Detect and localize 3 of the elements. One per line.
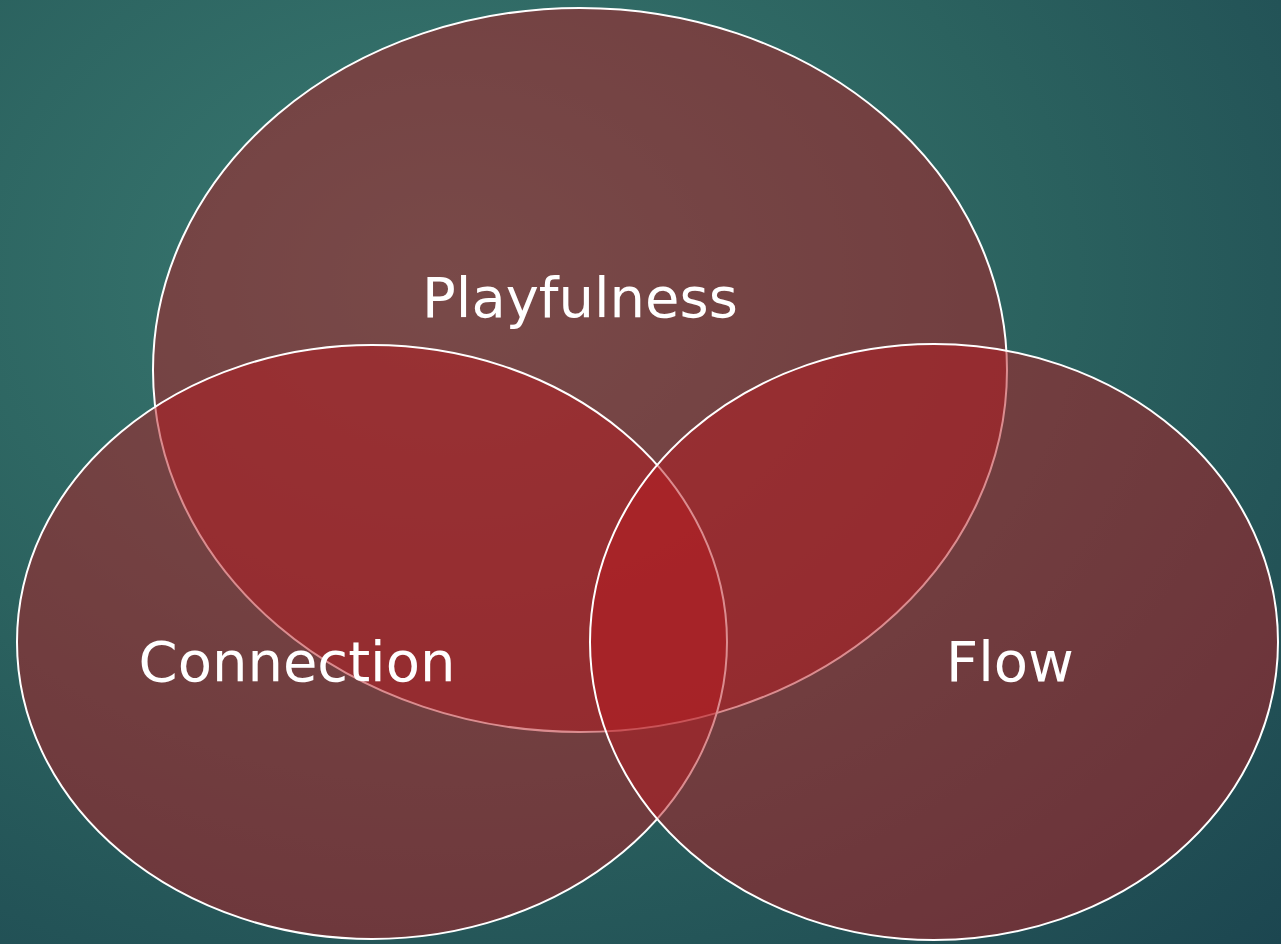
set-label: Playfulness	[422, 267, 738, 329]
set-label: Connection	[138, 631, 456, 693]
set-label: Flow	[946, 631, 1074, 693]
